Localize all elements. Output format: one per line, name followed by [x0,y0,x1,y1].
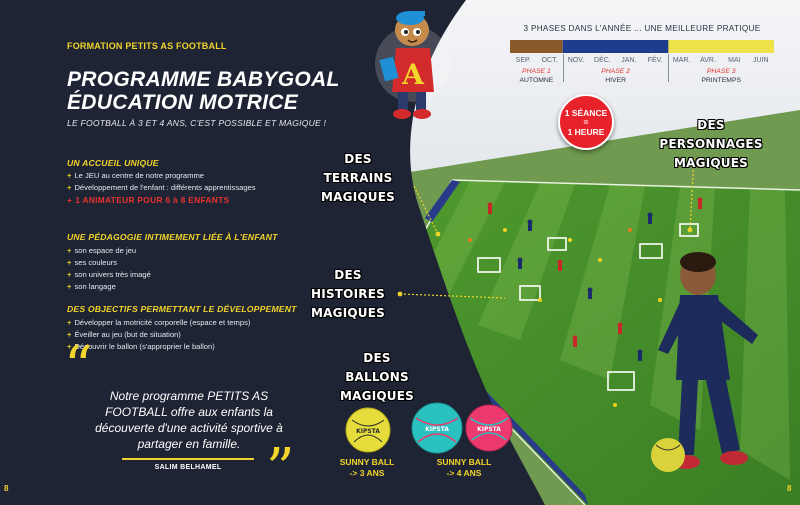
badge-equals: = [583,117,589,127]
timeline-month: JUIN [753,57,769,64]
list-item: +ses couleurs [67,258,118,267]
caption-line: -> 3 ANS [349,468,385,478]
list-item: +son espace de jeu [67,246,137,255]
quote-author: SALIM BELHAMEL [154,464,222,471]
badge-line-1: 1 SÉANCE [564,108,608,118]
caption-line: SUNNY BALL [339,457,395,467]
list-item: +Le JEU au centre de notre programme [67,171,205,180]
caption-line: -> 4 ANS [446,468,482,478]
list-item: +Développer la motricité corporelle (esp… [67,318,251,327]
timeline-months: SEP. OCT. NOV. DÉC. JAN. FÉV. MAR. AVR. MAI JUIN [510,57,774,69]
timeline-month: FÉV. [647,57,663,64]
label-line: DES BALLONS [345,351,409,384]
page-subtitle: LE FOOTBALL À 3 ET 4 ANS, C'EST POSSIBLE… [67,118,327,128]
timeline-separator [562,54,564,82]
plus-icon: + [67,282,72,291]
section-heading-accueil: UN ACCUEIL UNIQUE [67,158,159,168]
svg-text:KIPSTA: KIPSTA [477,426,501,433]
timeline-phase-3 [668,40,774,53]
section-heading-pedagogie: UNE PÉDAGOGIE INTIMEMENT LIÉE À L'ENFANT [67,232,278,242]
timeline-month: NOV. [567,57,585,64]
badge-line-2: 1 HEURE [567,127,605,137]
list-item: +Développement de l'enfant : différents … [67,183,256,192]
timeline-month: JAN. [621,57,637,64]
mascot-character: A [375,11,451,119]
balls-row: KIPSTA KIPSTA KIPSTA [345,402,513,454]
label-line: MAGIQUES [321,190,395,204]
timeline-separator [668,54,670,82]
plus-icon: + [67,183,72,192]
list-item: +Éveiller au jeu (but de situation) [67,330,181,339]
section-list-accueil: +Le JEU au centre de notre programme +Dé… [67,170,256,206]
timeline-phase-2 [562,40,669,53]
label-line: MAGIQUES [340,389,414,403]
list-item-highlight: +1 ANIMATEUR POUR 6 à 8 ENFANTS [67,195,230,205]
page-number-left: 8 [4,484,9,493]
timeline-month: OCT. [541,57,558,64]
plus-icon: + [67,270,72,279]
label-magic-fields: DES TERRAINS MAGIQUES [308,150,408,207]
plus-icon: + [67,171,72,180]
timeline-phase-1 [510,40,563,53]
timeline-month: AVR. [700,57,716,64]
ball-yellow-icon: KIPSTA [345,407,391,453]
section-heading-objectifs: DES OBJECTIFS PERMETTANT LE DÉVELOPPEMEN… [67,304,297,314]
label-line: MAGIQUES [311,306,385,320]
timeline-month: SEP. [515,57,531,64]
plus-icon: + [67,258,72,267]
label-magic-characters: DES PERSONNAGES MAGIQUES [648,116,774,173]
ball-teal-icon: KIPSTA [411,402,463,454]
page-number-right: 8 [787,484,792,493]
label-magic-stories: DES HISTOIRES MAGIQUES [296,266,400,323]
plus-icon: + [67,318,72,327]
timeline-bar [510,40,774,53]
ball-caption-3-ans: SUNNY BALL -> 3 ANS [322,457,412,479]
session-duration-badge: 1 SÉANCE = 1 HEURE [558,94,614,150]
quote-text: Notre programme PETITS AS FOOTBALL offre… [95,389,283,451]
svg-text:KIPSTA: KIPSTA [356,428,380,435]
label-line: DES HISTOIRES [311,268,385,301]
quote-divider [122,458,254,460]
page-title-line-2: ÉDUCATION MOTRICE [67,91,299,114]
label-magic-balls: DES BALLONS MAGIQUES [336,349,418,406]
list-item: +Découvrir le ballon (s'approprier le ba… [67,342,215,351]
caption-line: SUNNY BALL [436,457,492,467]
plus-icon: + [67,246,72,255]
timeline-month: DÉC. [594,57,611,64]
label-line: DES TERRAINS [323,152,393,185]
timeline-month: MAR. [672,57,691,64]
svg-text:KIPSTA: KIPSTA [425,426,449,433]
timeline-title: 3 PHASES DANS L'ANNÉE ... UNE MEILLEURE … [523,24,761,33]
plus-icon: + [67,195,73,205]
label-line: DES PERSONNAGES [659,118,763,151]
page-title-line-1: PROGRAMME BABYGOAL [67,68,340,91]
section-list-pedagogie: +son espace de jeu +ses couleurs +son un… [67,245,151,293]
child-player-photo [651,252,758,472]
mascot-letter: A [401,58,425,91]
timeline-month: MAI [728,57,741,64]
plus-icon: + [67,330,72,339]
kicker-label: FORMATION PETITS AS FOOTBALL [67,41,227,51]
section-list-objectifs: +Développer la motricité corporelle (esp… [67,317,250,353]
quote-close-icon: ” [266,437,295,502]
ball-pink-icon: KIPSTA [465,404,513,452]
label-line: MAGIQUES [674,156,748,170]
quote-open-icon: “ [64,335,93,400]
list-item: +son langage [67,282,116,291]
ball-caption-4-ans: SUNNY BALL -> 4 ANS [419,457,509,479]
list-item: +son univers très imagé [67,270,151,279]
plus-icon: + [67,342,72,351]
